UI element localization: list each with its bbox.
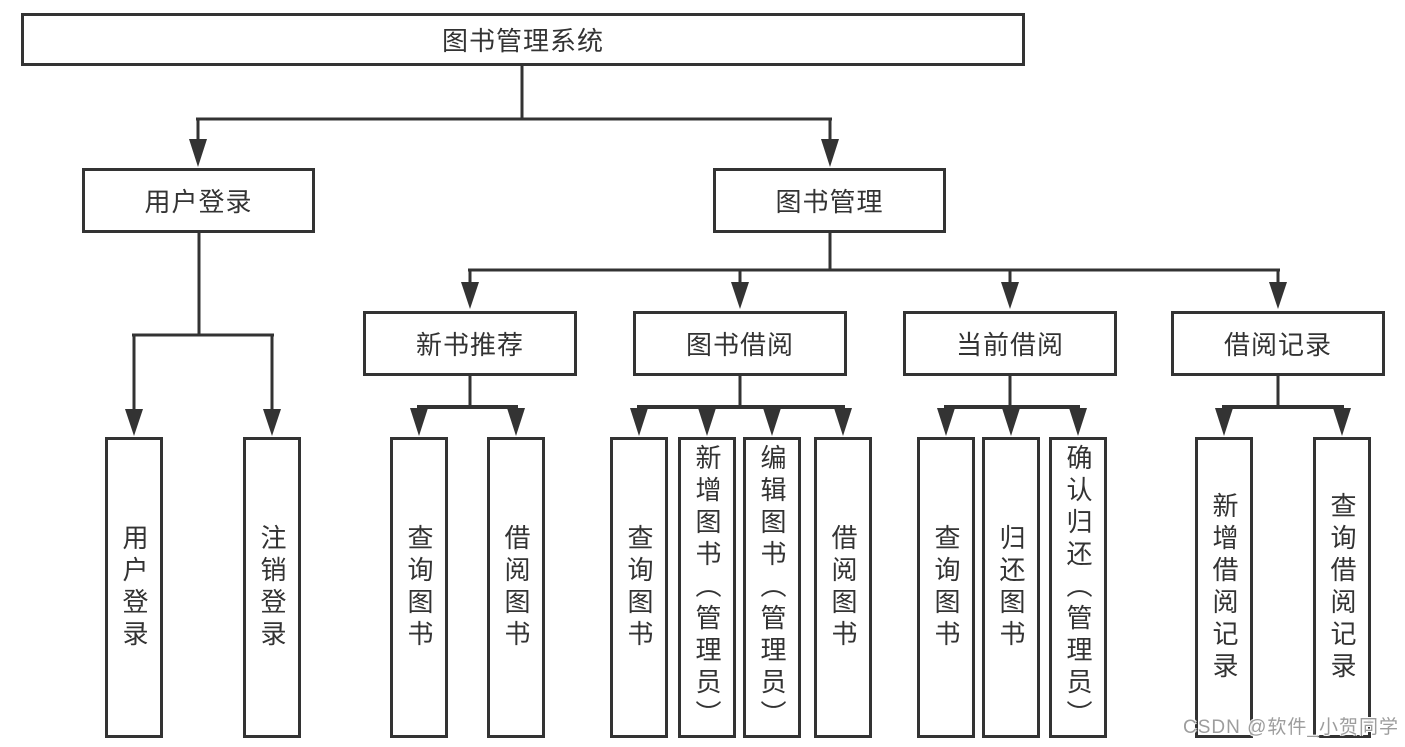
node-current-borrowing: 当前借阅	[903, 311, 1117, 376]
connector-currentborrow-to-leaves	[937, 375, 1087, 436]
node-confirm-return-admin: 确认归还（管理员）	[1049, 437, 1107, 738]
node-book-borrowing: 图书借阅	[633, 311, 847, 376]
node-book-management: 图书管理	[713, 168, 946, 233]
node-return-books: 归还图书	[982, 437, 1040, 738]
node-library-management-system: 图书管理系统	[21, 13, 1025, 66]
csdn-watermark: CSDN @软件_小贺同学	[1183, 717, 1399, 738]
node-add-borrow-record: 新增借阅记录	[1195, 437, 1253, 738]
node-query-borrow-record: 查询借阅记录	[1313, 437, 1371, 738]
node-borrow-books-borrowing: 借阅图书	[814, 437, 872, 738]
node-borrow-books-recommend: 借阅图书	[487, 437, 545, 738]
node-query-books-borrowing: 查询图书	[610, 437, 668, 738]
connector-bookborrow-to-leaves	[630, 375, 852, 436]
node-new-book-recommend: 新书推荐	[363, 311, 577, 376]
connector-bookmgmt-to-level3	[461, 232, 1287, 309]
node-query-books-recommend: 查询图书	[390, 437, 448, 738]
connector-newbookrec-to-leaves	[410, 375, 525, 436]
node-user-login-action: 用户登录	[105, 437, 163, 738]
node-user-login: 用户登录	[82, 168, 315, 233]
node-add-books-admin: 新增图书（管理员）	[678, 437, 736, 738]
node-logout-action: 注销登录	[243, 437, 301, 738]
connector-root-to-level2	[189, 66, 839, 167]
node-borrow-records: 借阅记录	[1171, 311, 1385, 376]
connector-borrowrecord-to-leaves	[1215, 375, 1351, 436]
connector-userlogin-to-leaves	[125, 232, 281, 436]
node-query-books-current: 查询图书	[917, 437, 975, 738]
node-edit-books-admin: 编辑图书（管理员）	[743, 437, 801, 738]
